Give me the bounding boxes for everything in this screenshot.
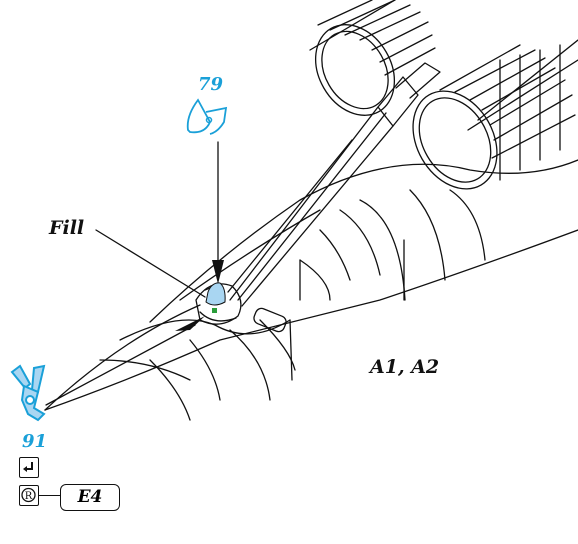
part-number-79: 79 (198, 74, 224, 95)
part-number-91: 91 (22, 431, 48, 452)
housing-edge (477, 39, 578, 121)
leader-91 (45, 324, 196, 406)
fill-label: Fill (49, 217, 85, 239)
right-cylinder (412, 44, 576, 190)
svg-text:R: R (25, 491, 33, 502)
arrowhead-91 (175, 316, 205, 331)
lubricant-drop-tag-icon (186, 98, 228, 135)
shaft (227, 62, 441, 307)
registered-r-icon: R (19, 485, 39, 506)
arrowhead-79 (212, 260, 224, 284)
housing-edge (317, 0, 373, 26)
connector-line (39, 495, 60, 496)
location-label: A1, A2 (370, 356, 440, 378)
clamp-clip-icon (10, 364, 46, 422)
body-outline (44, 159, 578, 421)
return-arrow-icon (19, 457, 39, 478)
lubricant-fill (205, 282, 226, 306)
leader-fill (95, 229, 206, 298)
green-marker (212, 308, 217, 313)
left-cylinder (315, 0, 436, 116)
reference-code-badge: E4 (60, 484, 120, 511)
